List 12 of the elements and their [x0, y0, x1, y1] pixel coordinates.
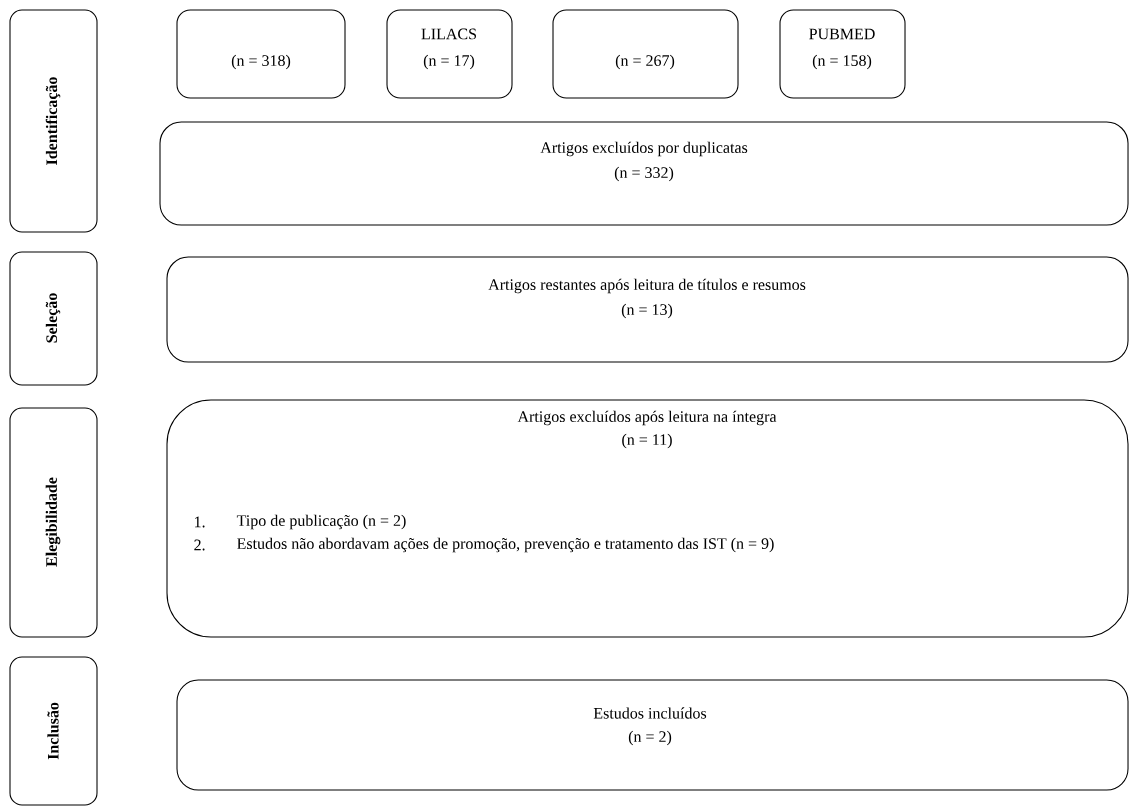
process-box: Estudos incluídos (n = 2)	[176, 679, 1129, 791]
process-box: Artigos excluídos após leitura na íntegra (n = 11) 1. Tipo de publicação (n = 2) 2. Estudos não abordavam ações de promoção, prevenção e tratamento das IST (n = 9)	[166, 399, 1129, 638]
process-box: LILACS (n = 17)	[386, 9, 513, 99]
process-box: Artigos restantes após leitura de títulos e resumos (n = 13)	[166, 256, 1129, 363]
stage-label-box: Identificação	[9, 9, 98, 233]
process-box: (n = 318)	[176, 9, 346, 99]
stage-label-box: Elegibilidade	[9, 407, 98, 638]
stage-label-box: Inclusão	[9, 656, 98, 806]
process-box: (n = 267)	[552, 9, 739, 99]
stage-label-box: Seleção	[9, 251, 98, 386]
process-box: Artigos excluídos por duplicatas (n = 332)	[159, 121, 1129, 226]
process-box: PUBMED (n = 158)	[779, 9, 906, 99]
